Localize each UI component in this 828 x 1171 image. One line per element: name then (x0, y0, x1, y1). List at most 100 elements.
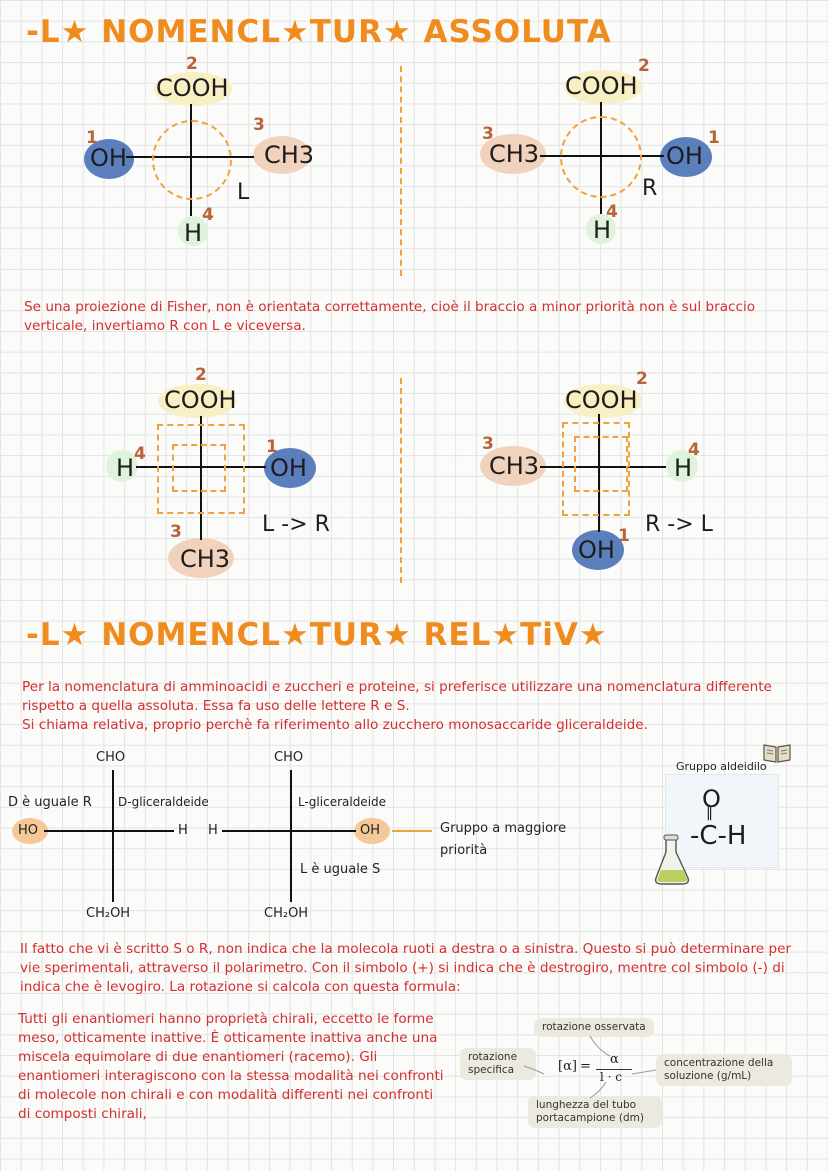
group-right: OH (360, 823, 381, 838)
group-right: H (178, 823, 188, 838)
oh-highlight (572, 530, 624, 570)
group-top: COOH (156, 74, 229, 102)
priority-number: 1 (708, 128, 720, 148)
h-highlight (106, 450, 138, 482)
ch3-highlight (253, 136, 311, 174)
fraction-bar (596, 1069, 632, 1070)
group-left: H (116, 454, 135, 482)
h-highlight (178, 216, 208, 246)
vertical-bond (290, 770, 292, 902)
group-right: H (674, 454, 693, 482)
vertical-bond (598, 414, 600, 532)
paragraph-fisher-orientation: Se una proiezione di Fisher, non è orien… (24, 299, 756, 334)
aldehyde-card-title: Gruppo aldeidilo (676, 760, 767, 773)
ch3-highlight (168, 538, 234, 578)
group-left: CH3 (489, 452, 540, 480)
configuration-label: L (237, 180, 250, 205)
group-top: CHO (274, 750, 304, 765)
priority-number: 2 (186, 54, 198, 74)
group-right: OH (666, 142, 703, 170)
vertical-bond (112, 770, 114, 902)
group-right: CH3 (264, 141, 315, 169)
priority-number: 4 (688, 440, 700, 460)
cooh-highlight (158, 384, 236, 418)
group-bottom: CH₂OH (264, 906, 309, 921)
l-equals-s-note: L è uguale S (300, 862, 381, 877)
group-bottom: CH3 (180, 545, 231, 573)
rotation-square (574, 436, 628, 492)
paragraph-line: Si chiama relativa, proprio perchè fa ri… (22, 717, 648, 733)
horizontal-bond (222, 830, 356, 832)
ch3-highlight (480, 134, 546, 174)
vertical-bond (200, 416, 202, 540)
priority-number: 3 (170, 522, 182, 542)
section-title-absolute: -L★ NOMENCL★TUR★ ASSOLUTA (26, 14, 612, 50)
flask-icon (654, 834, 690, 885)
formula-denominator: l · c (600, 1070, 623, 1084)
h-highlight (586, 214, 616, 244)
paragraph-relative-intro: Per la nomenclatura di amminoacidi e zuc… (22, 678, 782, 735)
priority-number: 4 (606, 202, 618, 222)
cooh-highlight (564, 70, 642, 104)
priority-number: 1 (86, 128, 98, 148)
priority-number: 4 (202, 205, 214, 225)
group-top: COOH (565, 386, 638, 414)
group-top: COOH (164, 386, 237, 414)
group-left: OH (90, 144, 127, 172)
group-left: CH3 (489, 140, 540, 168)
h-highlight (666, 450, 698, 482)
group-right: OH (270, 454, 307, 482)
aldehyde-oxygen: O (702, 785, 721, 813)
tag-tube-length: lunghezza del tubo portacampione (dm) (528, 1096, 662, 1128)
rotation-square (157, 424, 245, 514)
priority-number: 2 (195, 365, 207, 385)
priority-number: 3 (253, 115, 265, 135)
paragraph-line: Per la nomenclatura di amminoacidi e zuc… (22, 679, 772, 714)
aldehyde-double-bond: ‖ (706, 805, 713, 821)
configuration-label: R (642, 176, 658, 201)
priority-number: 4 (134, 444, 146, 464)
tag-specific-rotation: rotazione specifica (460, 1048, 536, 1080)
priority-number: 2 (638, 56, 650, 76)
oh-highlight (84, 139, 134, 179)
rotation-circle (152, 120, 232, 200)
group-bottom: H (593, 216, 612, 244)
group-top: CHO (96, 750, 126, 765)
divider (400, 66, 402, 276)
paragraph-polarimeter: Il fatto che vi è scritto S o R, non ind… (20, 941, 792, 995)
horizontal-bond (44, 830, 174, 832)
tag-observed-rotation: rotazione osservata (534, 1018, 654, 1037)
configuration-label: L -> R (262, 512, 330, 537)
divider (400, 378, 402, 583)
formula-lhs: [α] (558, 1059, 577, 1074)
ch3-highlight (480, 446, 546, 486)
formula-numerator: α (610, 1052, 619, 1067)
rotation-square (172, 444, 226, 492)
group-left: HO (18, 823, 39, 838)
rotation-square (562, 422, 630, 516)
group-top: COOH (565, 72, 638, 100)
oh-highlight (660, 137, 712, 177)
tag-concentration: concentrazione della soluzione (g/mL) (656, 1054, 792, 1086)
l-glyceraldehyde-name: L-gliceraldeide (298, 795, 387, 809)
priority-number: 2 (636, 369, 648, 389)
cooh-highlight (154, 72, 232, 106)
rotation-circle (560, 116, 642, 198)
pointer-line (392, 830, 432, 832)
book-icon (763, 744, 791, 763)
cooh-highlight (564, 384, 642, 418)
priority-number: 3 (482, 124, 494, 144)
ho-highlight (12, 818, 48, 844)
d-equals-r-note: D è uguale R (8, 795, 92, 810)
priority-number: 1 (618, 526, 630, 546)
formula-connectors (523, 1035, 657, 1099)
aldehyde-formula: -C-H (690, 821, 747, 851)
configuration-label: R -> L (645, 512, 713, 537)
priority-number: 1 (266, 437, 278, 457)
oh-highlight (354, 818, 390, 844)
paragraph-enantiomers: Tutti gli enantiomeri hanno proprietà ch… (18, 1011, 444, 1122)
horizontal-bond (540, 466, 666, 468)
group-bottom: OH (578, 536, 615, 564)
priority-note: Gruppo a maggiore priorità (440, 821, 567, 858)
oh-highlight (264, 448, 316, 488)
